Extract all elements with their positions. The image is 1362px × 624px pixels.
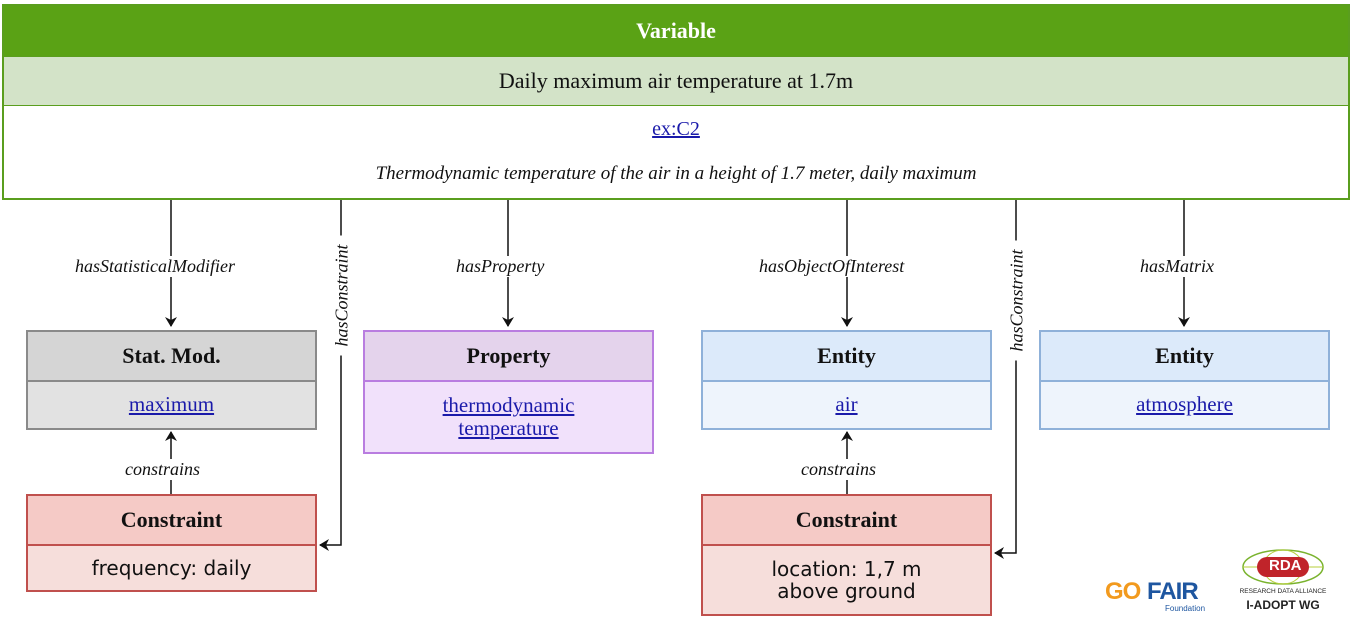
constraint-location-value: location: 1,7 m above ground [703,546,990,614]
variable-header: Variable [4,6,1348,56]
edge-label-has-object: hasObjectOfInterest [756,256,908,277]
constraint-frequency-value: frequency: daily [28,546,315,590]
property-type: Property [365,332,652,382]
gofair-sub-text: Foundation [1165,604,1206,613]
edge-label-has-constraint-1: hasConstraint [331,235,353,356]
gofair-fair-text: FAIR [1147,578,1199,605]
constraint-location-line1: location: 1,7 m [771,557,922,581]
constraint-frequency-node: Constraint frequency: daily [26,494,317,592]
property-node: Property thermodynamic temperature [363,330,654,454]
constraint-location-type: Constraint [703,496,990,546]
stat-mod-node: Stat. Mod. maximum [26,330,317,430]
stat-mod-value-cell: maximum [28,382,315,428]
rda-line2: I-ADOPT WG [1246,598,1320,612]
edge-label-has-matrix: hasMatrix [1137,256,1217,277]
entity-air-value-link[interactable]: air [835,392,858,417]
rda-line1: RESEARCH DATA ALLIANCE [1239,588,1327,595]
constraint-location-node: Constraint location: 1,7 m above ground [701,494,992,616]
variable-label: Daily maximum air temperature at 1.7m [4,56,1348,106]
edge-label-constrains-2: constrains [798,459,880,480]
entity-air-node: Entity air [701,330,992,430]
edge-label-has-property: hasProperty [453,256,548,277]
rda-badge-text: RDA [1269,557,1302,574]
property-value-cell: thermodynamic temperature [365,382,652,452]
entity-atmosphere-node: Entity atmosphere [1039,330,1330,430]
gofair-go-text: GO [1105,578,1141,605]
entity-atmosphere-value-cell: atmosphere [1041,382,1328,428]
rda-logo: RDA RESEARCH DATA ALLIANCE I-ADOPT WG [1235,548,1331,616]
variable-node: Variable Daily maximum air temperature a… [2,4,1350,200]
logos-area: GO FAIR Foundation RDA RESEARCH DATA ALL… [1105,548,1335,618]
entity-air-type: Entity [703,332,990,382]
entity-atmosphere-value-link[interactable]: atmosphere [1136,392,1233,417]
variable-description: Thermodynamic temperature of the air in … [375,163,977,184]
variable-body: ex:C2 Thermodynamic temperature of the a… [4,118,1348,185]
constraint-frequency-type: Constraint [28,496,315,546]
constraint-location-line2: above ground [777,579,916,603]
entity-air-value-cell: air [703,382,990,428]
rda-globe-icon [1242,549,1324,585]
edge-label-has-stat-mod: hasStatisticalModifier [72,256,238,277]
stat-mod-value-link[interactable]: maximum [128,392,215,417]
variable-id-link[interactable]: ex:C2 [652,118,700,140]
stat-mod-type: Stat. Mod. [28,332,315,382]
property-value-link[interactable]: thermodynamic temperature [442,392,575,440]
edge-label-constrains-1: constrains [122,459,204,480]
edge-label-has-constraint-2: hasConstraint [1006,240,1028,361]
entity-atmosphere-type: Entity [1041,332,1328,382]
gofair-logo: GO FAIR Foundation [1105,576,1223,616]
